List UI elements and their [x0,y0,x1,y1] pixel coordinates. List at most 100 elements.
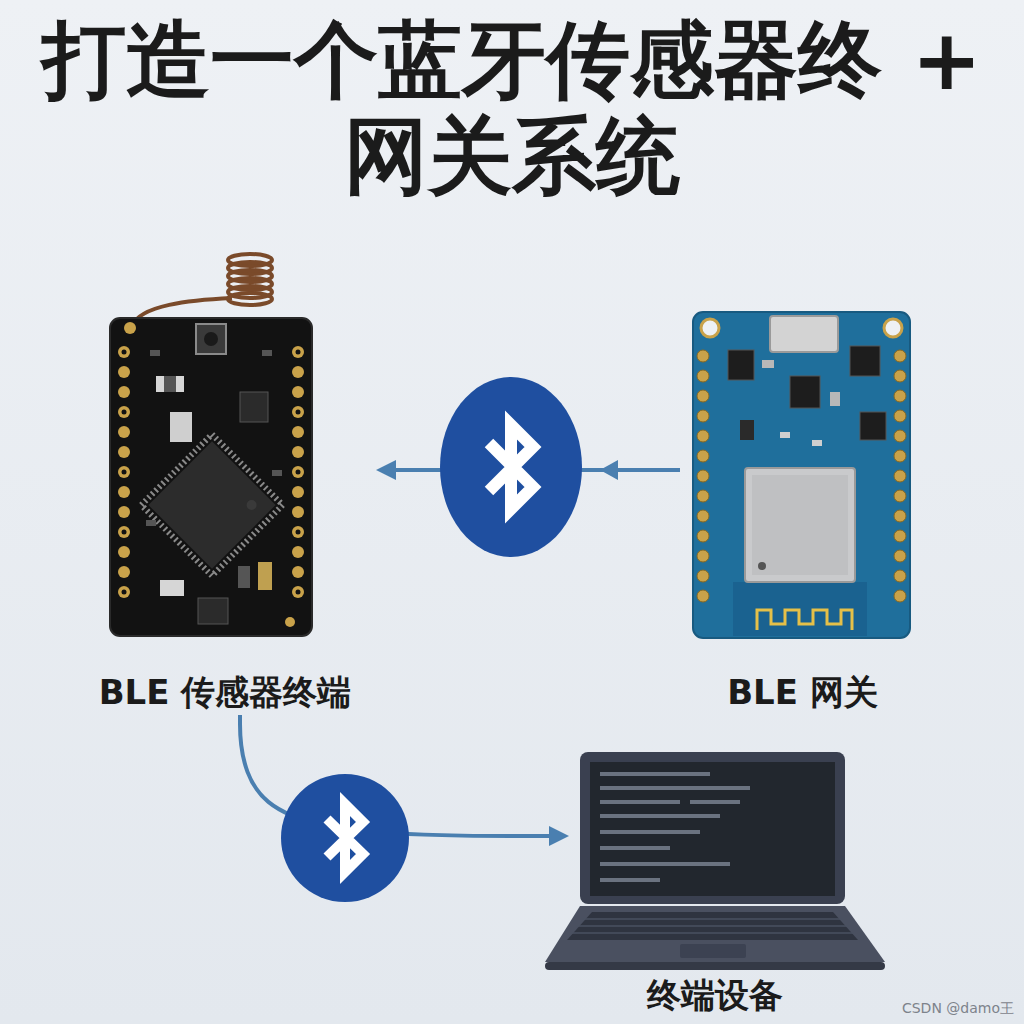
laptop-part [545,906,885,962]
pin-row-part [894,390,906,402]
bluetooth-icon-part [327,804,363,872]
device-node: 终端设备 [565,740,865,1018]
component-part [150,350,160,356]
pin-row-part [894,370,906,382]
pin-hole-part [122,590,127,595]
pin-row [697,350,906,602]
pin-row-part [118,506,130,518]
laptop-part [590,762,835,896]
pin-row-part [894,410,906,422]
pin-row-part [292,526,304,538]
component-part [790,376,820,408]
pin-row-part [697,510,709,522]
node-label: 终端设备 [647,974,783,1018]
pin-row-part [697,350,709,362]
pin-row-part [894,430,906,442]
pin-row-part [292,566,304,578]
pin-hole-part [296,410,301,415]
pin-row-part [118,566,130,578]
pin-row-part [118,546,130,558]
key-line-part [582,918,843,920]
component-part [170,412,192,442]
component [728,346,886,446]
gateway-board-part [701,319,719,337]
antenna-coil-part [228,293,272,305]
component-part [146,520,156,526]
sensor-board [110,318,312,636]
component-part [204,332,218,346]
screen-line-part [600,786,750,790]
pin-hole-part [122,530,127,535]
pin-row-part [697,390,709,402]
component-part [762,360,774,368]
pin-row-part [894,490,906,502]
component [146,324,282,624]
component-part [860,412,886,440]
pin-row-part [285,617,295,627]
component-part [262,350,272,356]
chip-part [148,441,275,568]
key-line-part [571,932,854,934]
laptop-part [567,912,858,940]
gateway-board-part [733,582,867,636]
pin-row-part [292,446,304,458]
pin-row-part [894,510,906,522]
chip-part [245,498,259,512]
screen-line-part [690,800,740,804]
pin-row-part [118,406,130,418]
screen-line-part [600,830,700,834]
key-line-part [576,925,849,927]
screen-line-part [600,846,670,850]
pin-row-part [697,590,709,602]
pin-row-part [894,350,906,362]
pin-row-part [118,366,130,378]
sensor-board-part [110,318,312,636]
component-part [740,420,754,440]
pin-row-part [118,526,130,538]
component-part [272,470,282,476]
pin-row-part [292,386,304,398]
laptop-part [580,752,845,904]
pin-row-part [118,386,130,398]
pin-row-part [292,426,304,438]
component-part [238,566,250,588]
bluetooth-icon [281,774,409,902]
gateway-board-part [758,562,766,570]
node-label: BLE 网关 [727,671,878,715]
key-line [571,919,854,933]
pin-row-part [292,346,304,358]
component-part [850,346,880,376]
pin-row-part [292,586,304,598]
pin-row-part [292,466,304,478]
component-part [164,376,176,392]
pin-row-part [292,546,304,558]
node-label: BLE 传感器终端 [99,671,352,715]
pin-row-part [697,450,709,462]
pin-hole-part [122,350,127,355]
gateway-board-part [693,312,910,638]
pin-row-part [697,430,709,442]
title: 打造一个蓝牙传感器终 + 网关系统 [40,12,984,204]
bluetooth-icon-part [440,377,582,557]
pin-hole-part [122,470,127,475]
gateway-board [693,312,910,638]
pin-hole-part [296,530,301,535]
component-part [156,376,184,392]
pin-row-part [697,530,709,542]
pin-hole-part [296,470,301,475]
screen-line-part [600,862,730,866]
pin-row-part [894,530,906,542]
screen-line-part [600,814,720,818]
pin-row-part [118,426,130,438]
pin-row-part [697,470,709,482]
pin-row-part [894,570,906,582]
screen-line-part [600,878,660,882]
pin-row-part [894,550,906,562]
pin-row-part [118,586,130,598]
component-part [240,392,268,422]
gateway-board-part [770,316,838,352]
laptop-part [680,944,746,958]
pin-row-part [292,486,304,498]
bluetooth-icon-part [489,425,533,509]
pin-row-part [118,346,130,358]
